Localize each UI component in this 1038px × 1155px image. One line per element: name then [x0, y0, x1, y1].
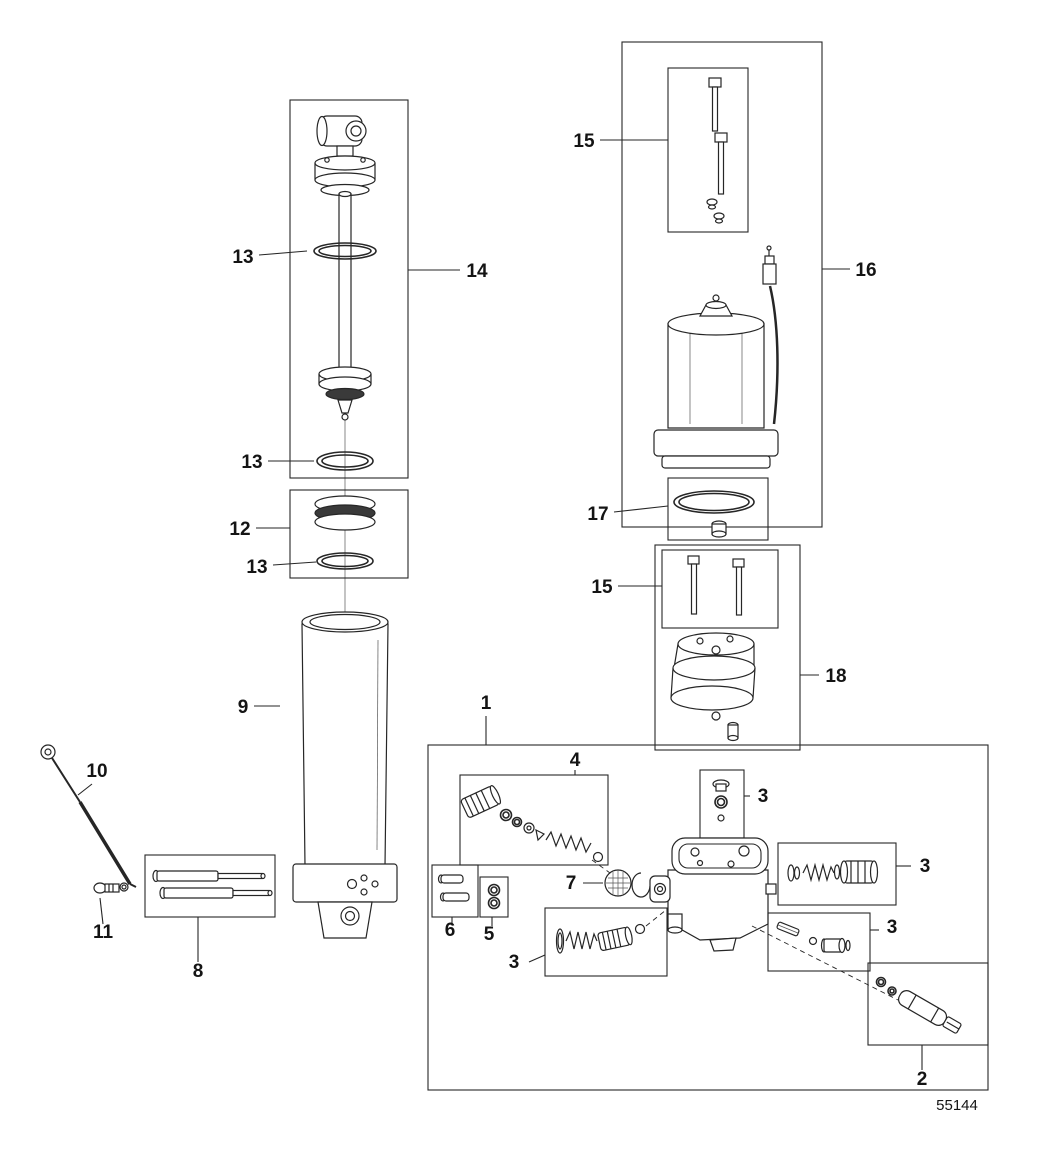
callout-valve-right-3: 3: [896, 856, 930, 877]
coupler-box: [867, 962, 989, 1046]
motor: [653, 294, 779, 469]
callout-cylinder-9: 9: [238, 697, 280, 718]
callout-label: 2: [917, 1069, 928, 1090]
valve-lower-left-box: [544, 907, 668, 977]
o-ring-cylinder: [316, 552, 374, 570]
callout-label: 6: [445, 920, 456, 941]
callouts: 15 16 13 14 13 12 13 17: [77, 131, 978, 1114]
callout-valve-kit-4: 4: [570, 750, 581, 775]
callout-label: 3: [887, 917, 898, 938]
manifold-assembly-box: [427, 744, 989, 1091]
seal-kit-box: [289, 489, 409, 579]
callout-o-ring-upper-13: 13: [232, 247, 308, 268]
o-ring-rod-lower: [316, 451, 374, 471]
callout-pin-rods-8: 8: [193, 917, 204, 982]
callout-rod-assembly-14: 14: [408, 261, 488, 282]
callout-label: 1: [481, 693, 492, 714]
callout-label: 5: [484, 924, 495, 945]
callout-bolts-upper-15: 15: [573, 131, 668, 152]
valve-kit-box: [459, 774, 609, 866]
valve-lower-left-parts: [555, 923, 646, 954]
valve-right-parts: [787, 860, 879, 884]
valve-right-box: [777, 842, 897, 906]
callout-fitting-11: 11: [93, 897, 114, 943]
upper-bolt-box: [667, 67, 749, 233]
callout-label: 10: [86, 761, 107, 782]
callout-label: 8: [193, 961, 204, 982]
callout-o-ring-lower-13: 13: [246, 557, 317, 578]
callout-valve-lower-right-3: 3: [870, 917, 897, 938]
callout-manifold-assembly-1: 1: [481, 693, 492, 745]
o-ring-kit-box: [479, 876, 509, 918]
callout-dipstick-10: 10: [77, 761, 108, 796]
callout-label: 15: [573, 131, 595, 152]
pin-kit-box: [431, 864, 479, 918]
lower-bolt-box: [661, 549, 779, 629]
valve-kit-parts: [460, 785, 604, 863]
manifold: [649, 837, 777, 952]
manifold-group: [427, 744, 989, 1091]
callout-label: 13: [232, 247, 253, 268]
assembly-line-valve-filter: [591, 859, 611, 874]
assembly-line-manifold-coupler: [751, 925, 899, 1001]
dipstick: [40, 744, 137, 888]
callout-valve-lower-left-3: 3: [509, 952, 546, 973]
filter: [604, 869, 651, 898]
anchor-pins: [152, 869, 273, 900]
cylinder-body: [292, 611, 398, 939]
coupler-parts: [875, 976, 962, 1034]
callout-motor-assembly-16: 16: [822, 260, 877, 281]
callout-filter-7: 7: [566, 873, 603, 894]
callout-label: 4: [570, 750, 581, 771]
callout-pump-bolts-15: 15: [591, 577, 662, 598]
callout-label: 17: [587, 504, 608, 525]
callout-label: 3: [758, 786, 769, 807]
callout-reservoir-o-ring-17: 17: [587, 504, 669, 525]
callout-label: 9: [238, 697, 249, 718]
callout-plug-kit-3: 3: [744, 786, 768, 807]
callout-label: 18: [825, 666, 846, 687]
callout-label: 14: [466, 261, 488, 282]
motor-cable: [762, 245, 779, 425]
trim-cylinder-group: [40, 99, 409, 939]
seal-kit-parts: [314, 495, 376, 531]
callout-label: 3: [509, 952, 520, 973]
fitting: [93, 882, 129, 894]
pin-kit-parts: [437, 874, 470, 902]
reservoir-o-ring-box: [667, 477, 769, 541]
o-ring-rod-upper: [313, 242, 377, 260]
callout-o-ring-mid-13: 13: [241, 452, 314, 473]
callout-label: 16: [855, 260, 876, 281]
callout-pin-kit-6: 6: [445, 917, 456, 941]
figure-number: 55144: [936, 1097, 978, 1114]
pump-motor-group: [621, 41, 823, 751]
valve-lower-right-box: [767, 912, 871, 972]
callout-label: 7: [566, 873, 577, 894]
callout-coupler-2: 2: [917, 1045, 928, 1090]
pump-assembly-box: [654, 544, 801, 751]
rod-assembly-box: [289, 99, 409, 479]
piston-rod-assembly: [314, 115, 376, 421]
assembly-line-valve-manifold: [645, 909, 667, 927]
callout-label: 3: [920, 856, 931, 877]
callout-pump-18: 18: [800, 666, 847, 687]
reservoir-bolts: [706, 77, 728, 224]
reservoir-o-ring: [673, 490, 755, 538]
pump: [670, 632, 756, 742]
callout-o-ring-kit-5: 5: [484, 917, 495, 945]
anchor-pin-box: [144, 854, 276, 918]
callout-label: 12: [229, 519, 250, 540]
valve-lower-right-parts: [776, 921, 851, 954]
callout-label: 13: [241, 452, 262, 473]
callout-label: 13: [246, 557, 267, 578]
o-ring-kit-parts: [487, 883, 501, 910]
pump-bolts: [687, 555, 745, 616]
plug-kit-upper-parts: [712, 779, 730, 822]
callout-label: 11: [93, 922, 114, 943]
callout-seal-kit-12: 12: [229, 519, 290, 540]
callout-label: 15: [591, 577, 613, 598]
